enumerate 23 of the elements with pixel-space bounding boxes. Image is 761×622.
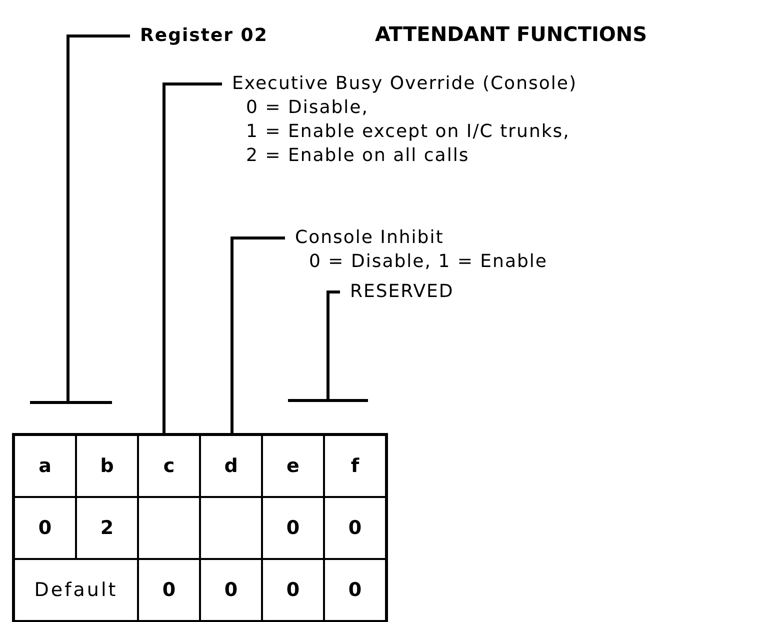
table-cell: c [138,434,200,497]
bracket-bar [288,399,368,402]
leader-line [162,82,222,433]
field-label: RESERVED [350,280,454,304]
leader-line [230,236,285,433]
leader-line [326,290,340,399]
option-text: 2 = Enable on all calls [246,144,470,168]
table-cell: b [76,434,138,497]
table-cell: a [14,434,76,497]
table-cell: d [200,434,262,497]
table-cell: 2 [76,497,138,559]
field-label: Executive Busy Override (Console) [232,72,577,96]
table-cell: e [262,434,324,497]
title: ATTENDANT FUNCTIONS [375,22,648,46]
leader-line [66,34,130,401]
bracket-bar [30,401,112,404]
field-label: Console Inhibit [295,226,445,250]
option-text: 0 = Disable, 1 = Enable [309,250,548,274]
table-cell: 0 [262,497,324,559]
option-text: 0 = Disable, [246,96,370,120]
option-text: 1 = Enable except on I/C trunks, [246,120,571,144]
table-cell: 0 [14,497,76,559]
field-label: Register 02 [140,24,268,48]
